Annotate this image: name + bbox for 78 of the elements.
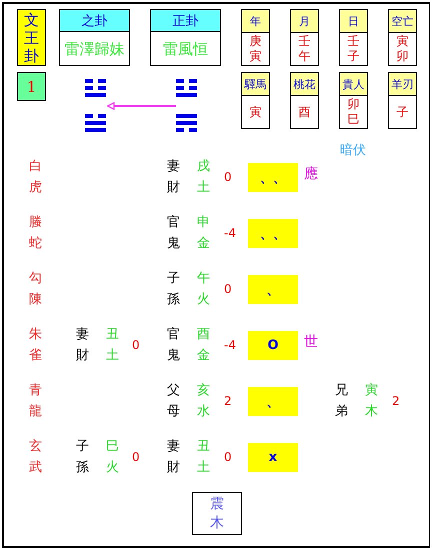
card-value: 酉	[298, 104, 312, 120]
spirit-label: 青龍	[28, 382, 43, 421]
spirit-label: 勾陳	[28, 270, 43, 309]
score-number: 0	[224, 449, 232, 466]
beside-label: 應	[304, 165, 318, 184]
element-label: 丑土	[105, 326, 120, 365]
line-mark-box: 、	[248, 275, 298, 304]
score-number: 0	[224, 169, 232, 186]
card-header: 年	[242, 10, 269, 33]
card-header: 貴人	[340, 73, 367, 96]
element-label: 戌土	[196, 158, 211, 197]
line-mark-box: x	[248, 443, 298, 472]
card-header: 桃花	[291, 73, 318, 96]
label-box	[192, 492, 242, 535]
card-value: 壬午	[298, 34, 312, 64]
card-header: 之卦	[60, 10, 129, 32]
card-header: 空亡	[389, 10, 416, 33]
line-mark-box: O	[248, 331, 298, 360]
card-header: 月	[291, 10, 318, 33]
line-mark-box: 、	[248, 387, 298, 416]
card-header: 羊刃	[389, 73, 416, 96]
score-number: -4	[224, 337, 236, 354]
relation-label: 官鬼	[166, 214, 181, 253]
card-value: 卯巳	[346, 97, 360, 127]
score-number: 0	[132, 449, 140, 466]
element-label: 亥水	[196, 382, 211, 421]
element-label: 寅木	[364, 382, 379, 421]
info-card	[241, 72, 270, 129]
element-label: 丑土	[196, 438, 211, 477]
relation-label: 官鬼	[166, 326, 181, 365]
relation-label: 兄弟	[334, 382, 349, 421]
score-number: 2	[392, 393, 400, 410]
spirit-label: 白虎	[28, 158, 43, 197]
info-card	[290, 72, 319, 129]
card-value: 壬子	[346, 34, 360, 64]
label-text: 震木	[209, 494, 225, 532]
card-header: 正卦	[151, 10, 220, 32]
info-card	[150, 9, 221, 66]
info-card	[388, 72, 417, 129]
beside-label: 世	[304, 333, 318, 352]
card-value: 庚寅	[248, 34, 262, 64]
card-header: 日	[340, 10, 367, 33]
element-label: 午火	[196, 270, 211, 309]
info-card	[339, 72, 368, 129]
arrow	[107, 102, 176, 110]
element-label: 酉金	[196, 326, 211, 365]
card-header: 驛馬	[242, 73, 269, 96]
spirit-label: 玄武	[28, 438, 43, 477]
element-label: 巳火	[105, 438, 120, 477]
relation-label: 子孫	[75, 438, 90, 477]
card-value: 寅	[248, 104, 262, 120]
card-value: 雷風恒	[163, 38, 208, 58]
spirit-label: 螣蛇	[28, 214, 43, 253]
element-label: 申金	[196, 214, 211, 253]
info-card	[59, 9, 130, 66]
line-mark-box: 、、	[248, 219, 298, 248]
line-mark-box: 、、	[248, 163, 298, 192]
score-number: 2	[224, 393, 232, 410]
score-number: -4	[224, 225, 236, 242]
label-text: 文王卦	[24, 10, 40, 64]
label-box	[17, 9, 46, 66]
card-value: 寅卯	[396, 34, 410, 64]
info-card	[241, 9, 270, 66]
relation-label: 妻財	[166, 158, 181, 197]
label-box: 1	[17, 72, 46, 101]
relation-label: 妻財	[75, 326, 90, 365]
score-number: 0	[132, 337, 140, 354]
info-card	[339, 9, 368, 66]
info-card	[388, 9, 417, 66]
info-card	[290, 9, 319, 66]
card-value: 雷澤歸妹	[64, 38, 124, 58]
relation-label: 妻財	[166, 438, 181, 477]
hidden-spirit-heading: 暗伏	[340, 142, 366, 160]
score-number: 0	[224, 281, 232, 298]
spirit-label: 朱雀	[28, 326, 43, 365]
card-value: 子	[396, 104, 410, 120]
relation-label: 子孫	[166, 270, 181, 309]
relation-label: 父母	[166, 382, 181, 421]
